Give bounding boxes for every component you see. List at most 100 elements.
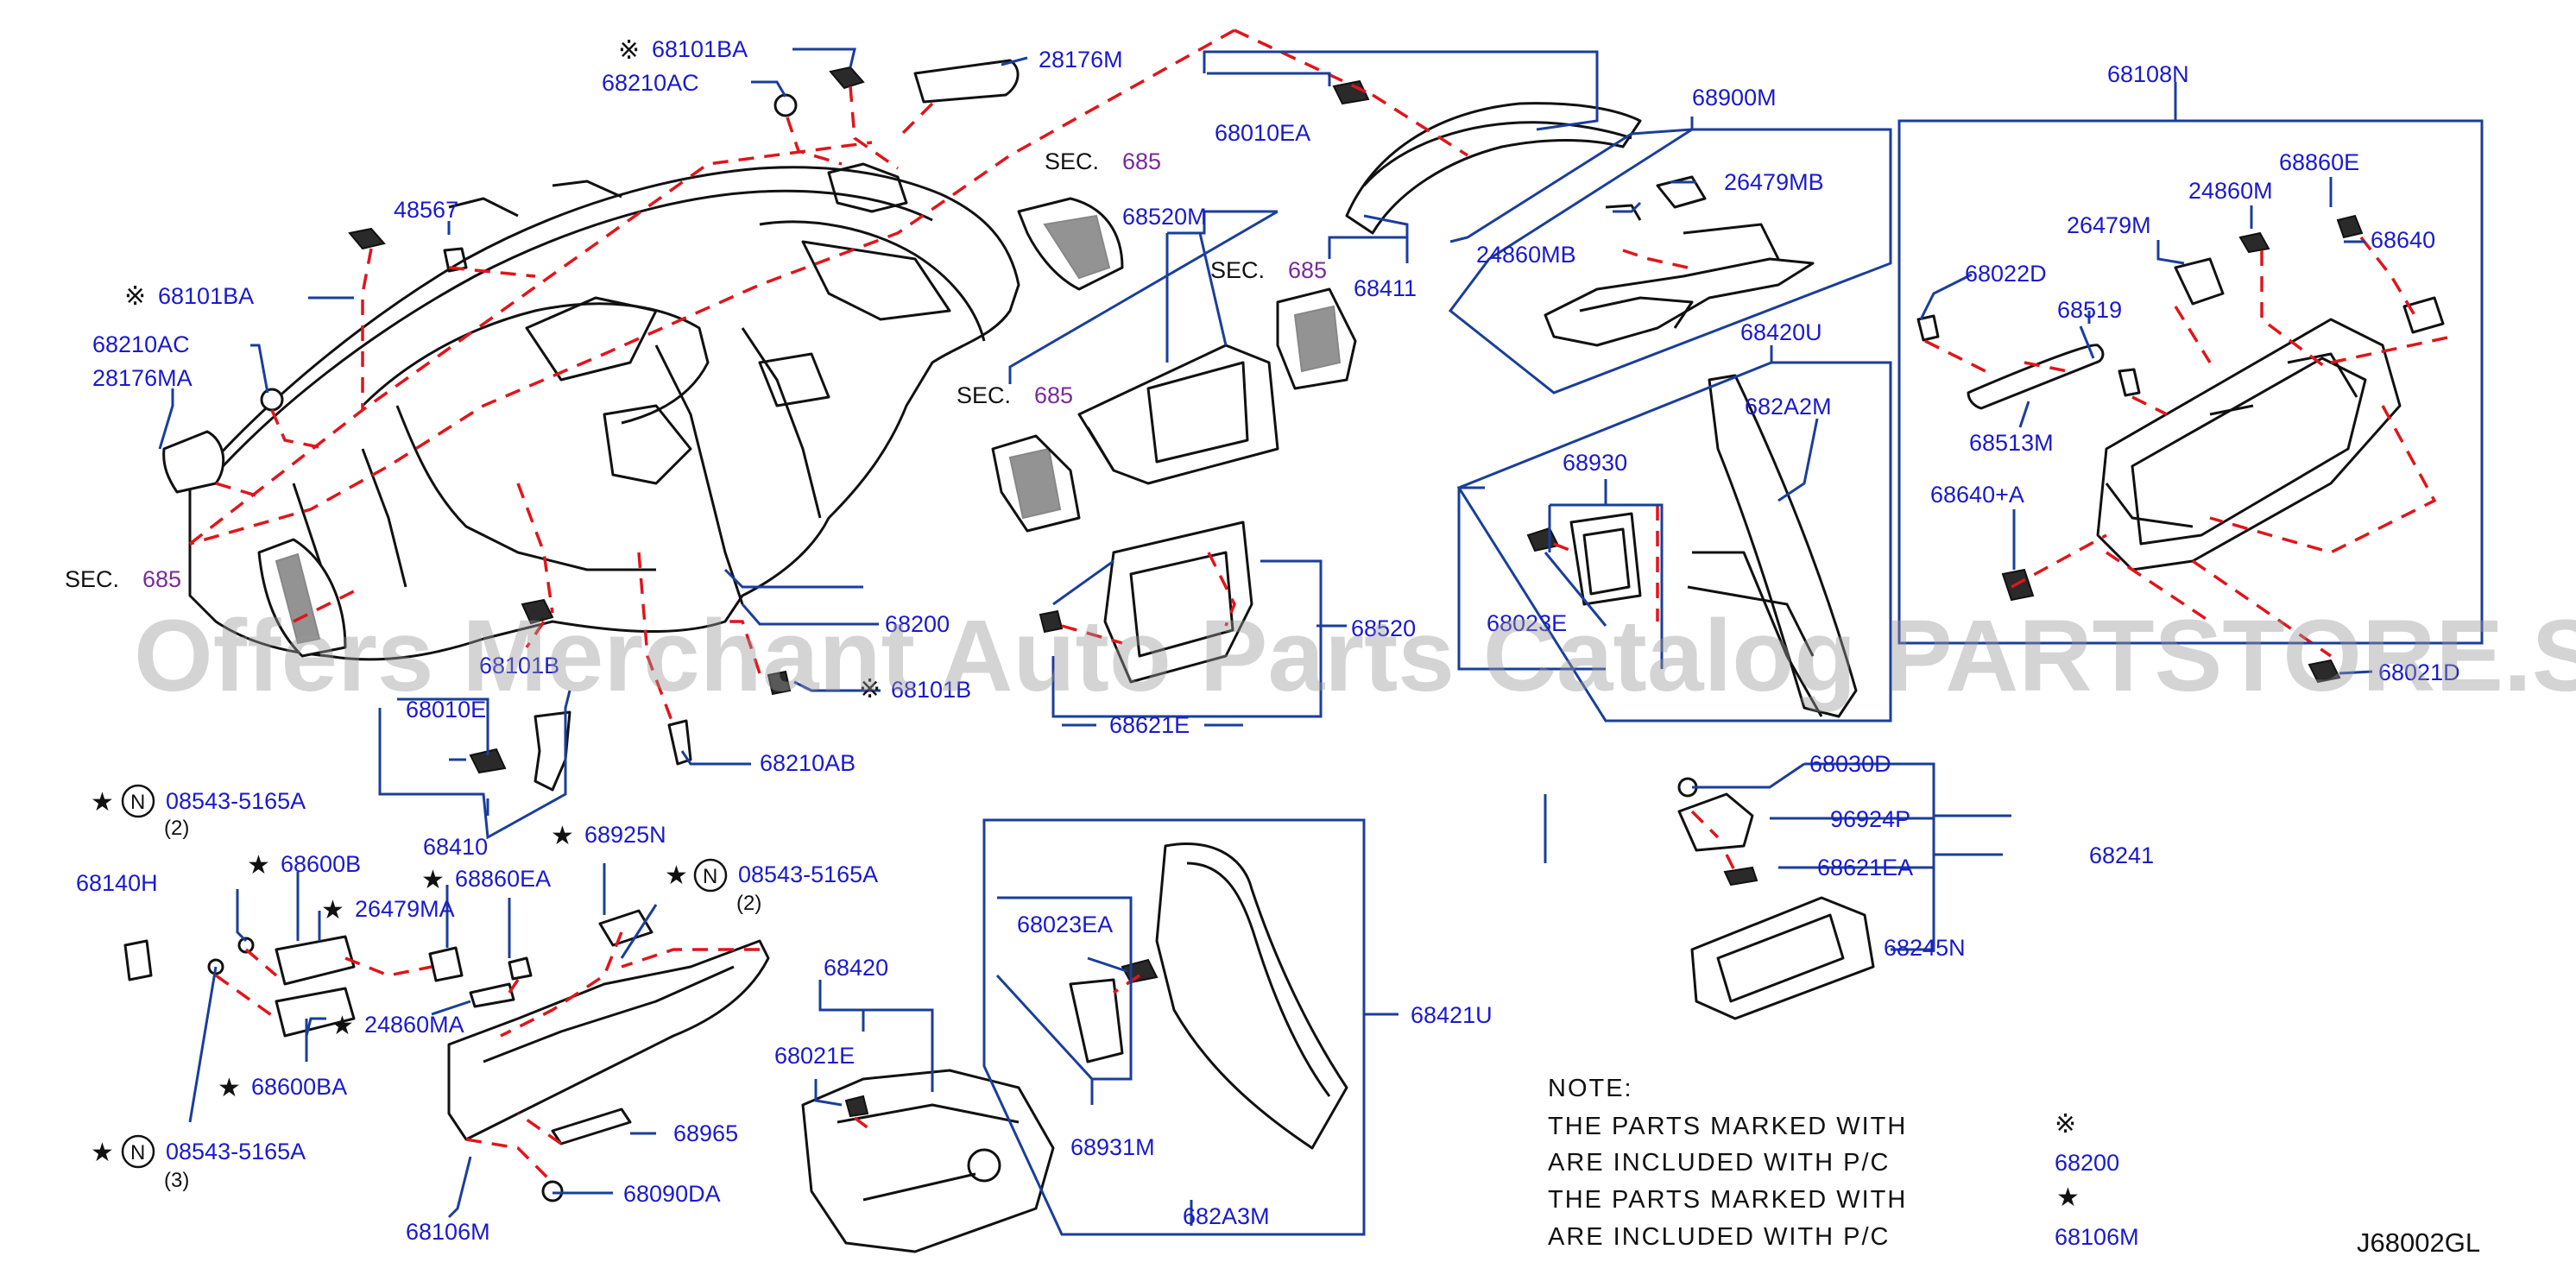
n-mark: N — [130, 791, 145, 814]
label-68520: 68520 — [1351, 615, 1416, 641]
pillar-lower-68421U — [1069, 842, 1348, 1150]
label-08543-5165A-a: 08543-5165A — [166, 788, 306, 814]
vent-sec685-mid — [1276, 287, 1357, 390]
label-68101BA-left: 68101BA — [158, 283, 254, 309]
label-68106M: 68106M — [406, 1219, 490, 1245]
label-68420U: 68420U — [1740, 319, 1822, 345]
label-68900M: 68900M — [1692, 85, 1777, 110]
star-mark: ★ — [91, 787, 114, 817]
star-mark: ★ — [218, 1073, 241, 1103]
star-mark: ★ — [421, 865, 445, 895]
n-circle-icon — [693, 858, 728, 893]
label-68210AC-top: 68210AC — [602, 70, 699, 96]
star-mark: ★ — [321, 895, 344, 925]
label-68021E: 68021E — [774, 1043, 855, 1069]
part-labels: ※ 68101BA 68210AC 28176M 48567 ※ 68101BA… — [65, 35, 2460, 1245]
kome-mark: ※ — [124, 281, 146, 312]
n-circle-icon — [121, 1134, 155, 1169]
sec-label: SEC. — [65, 566, 119, 592]
instrument-panel-68200 — [188, 162, 1020, 661]
vent-sec685-top — [1017, 197, 1124, 291]
glove-box-68108N — [1916, 214, 2445, 602]
label-68023E: 68023E — [1487, 610, 1567, 636]
trim-68930 — [1526, 512, 1642, 606]
note-ref-68200: 68200 — [2055, 1150, 2119, 1176]
lower-cover-68420 — [801, 1069, 1055, 1253]
assembly-dash-lines — [188, 28, 2453, 1184]
label-68108N: 68108N — [2107, 61, 2189, 87]
note-line-1: THE PARTS MARKED WITH — [1548, 1113, 1907, 1140]
bracket-68410 — [469, 710, 571, 792]
label-24860MB: 24860MB — [1476, 242, 1576, 268]
label-26479MA: 26479MA — [355, 896, 455, 922]
label-68965: 68965 — [673, 1120, 738, 1146]
label-68930: 68930 — [1563, 450, 1627, 476]
label-68520M: 68520M — [1122, 204, 1207, 230]
kome-mark: ※ — [618, 35, 640, 66]
label-68090DA: 68090DA — [623, 1181, 721, 1207]
sec-label: SEC. — [1210, 257, 1265, 283]
label-68023EA: 68023EA — [1017, 912, 1113, 937]
label-68513M: 68513M — [1969, 430, 2054, 456]
label-68010EA: 68010EA — [1215, 120, 1310, 146]
label-68101B-left: 68101B — [479, 653, 559, 678]
label-08543-5165A-c: 08543-5165A — [166, 1139, 306, 1164]
label-68931M: 68931M — [1070, 1134, 1155, 1160]
label-68010E: 68010E — [406, 697, 486, 723]
label-68519: 68519 — [2057, 297, 2122, 323]
note-line-3: THE PARTS MARKED WITH — [1548, 1186, 1907, 1214]
pillar-trim-682A2M — [1687, 374, 1858, 718]
note-title: NOTE: — [1548, 1075, 1633, 1102]
label-68640A: 68640+A — [1930, 482, 2024, 508]
watermark-text: Offers Merchant Auto Parts Catalog PARTS… — [134, 599, 2576, 713]
kome-mark: ※ — [859, 674, 881, 704]
label-96924P: 96924P — [1830, 806, 1910, 832]
note-ref-68106M: 68106M — [2055, 1224, 2139, 1250]
label-68410: 68410 — [423, 834, 488, 860]
n-circle-icon — [121, 784, 155, 818]
cluster-lid-68411 — [1332, 79, 1642, 235]
label-68600BA: 68600BA — [251, 1074, 347, 1100]
star-mark: ★ — [91, 1138, 114, 1168]
label-26479M: 26479M — [2067, 212, 2151, 238]
label-68021D: 68021D — [2378, 659, 2460, 685]
label-68245N: 68245N — [1884, 935, 1966, 961]
center-vent-68520M — [1077, 344, 1279, 485]
star-mark: ★ — [2056, 1183, 2080, 1213]
sec-label: SEC. — [1045, 148, 1099, 174]
n-mark: N — [130, 1141, 145, 1164]
label-68411: 68411 — [1354, 275, 1417, 301]
lower-panel-68106M — [447, 909, 770, 1202]
star-mark: ★ — [247, 850, 270, 880]
star-mark: ★ — [331, 1011, 354, 1041]
sec-number: 685 — [1288, 257, 1327, 283]
vent-sec685-lower — [991, 434, 1081, 533]
leader-lines — [158, 47, 2484, 1236]
label-68030D: 68030D — [1809, 751, 1891, 777]
label-qty-a: (2) — [164, 817, 189, 840]
sec-label: SEC. — [957, 382, 1011, 408]
small-clips — [162, 59, 2341, 766]
label-28176MA: 28176MA — [92, 365, 193, 391]
sec-number: 685 — [1122, 148, 1161, 174]
vent-sec685-left — [257, 538, 347, 658]
switches-68600 — [123, 935, 533, 1038]
label-qty-c: (3) — [164, 1169, 189, 1192]
cluster-cover-68900M — [1544, 175, 1815, 347]
note-block: NOTE: THE PARTS MARKED WITH ※ ARE INCLUD… — [1548, 1075, 2139, 1251]
label-68101BA-top: 68101BA — [652, 36, 748, 62]
label-68860EA: 68860EA — [455, 866, 551, 892]
label-68925N: 68925N — [584, 822, 666, 848]
label-68600B: 68600B — [281, 851, 361, 877]
label-682A3M: 682A3M — [1183, 1203, 1270, 1229]
sec-number: 685 — [142, 566, 181, 592]
label-qty-b: (2) — [736, 892, 761, 915]
label-68022D: 68022D — [1965, 261, 2047, 287]
note-line-4: ARE INCLUDED WITH P/C — [1548, 1223, 1890, 1251]
label-24860M: 24860M — [2188, 178, 2273, 204]
label-26479MB: 26479MB — [1724, 169, 1824, 195]
star-mark: ★ — [665, 861, 688, 891]
label-68210AC-left: 68210AC — [92, 331, 190, 357]
label-28176M: 28176M — [1039, 47, 1123, 73]
